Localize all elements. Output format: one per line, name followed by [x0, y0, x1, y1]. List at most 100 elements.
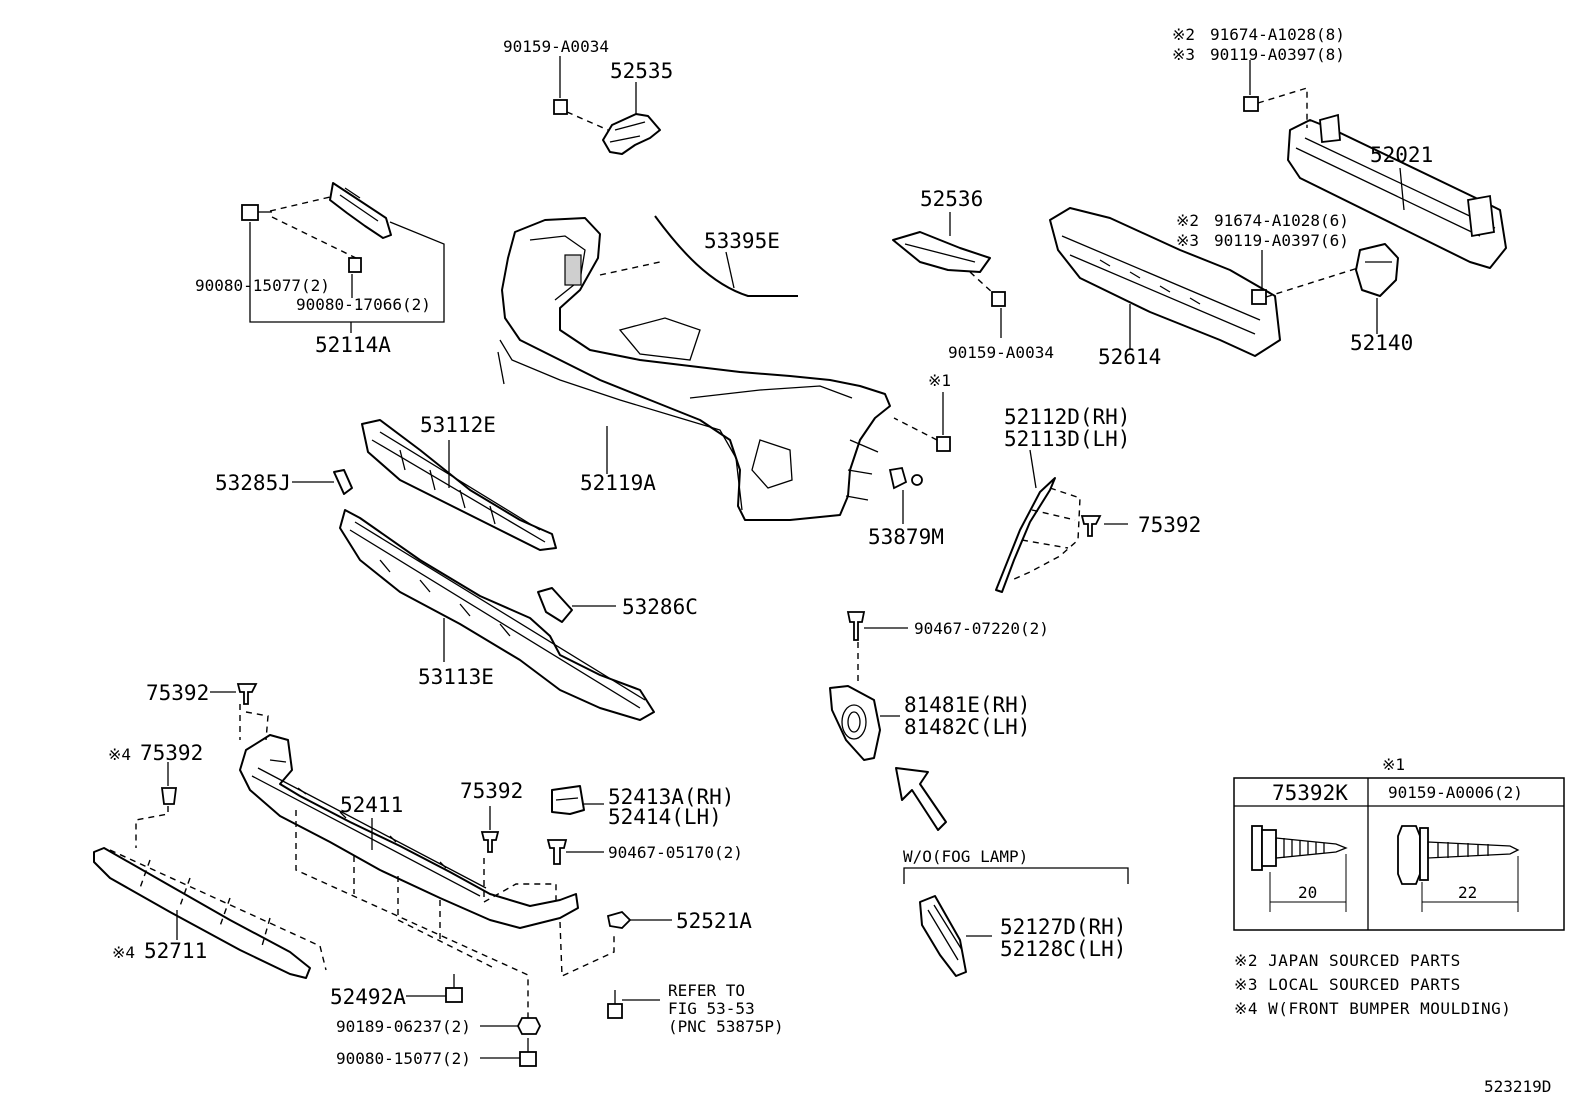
label-52535: 52535 [610, 59, 673, 83]
bolt-90080-15077-top [241, 204, 272, 221]
note-mark-c: ※2 [1176, 211, 1199, 230]
label-52536: 52536 [920, 187, 983, 211]
part-52521A-retainer [606, 910, 632, 929]
label-75392-left: 75392 [146, 681, 209, 705]
label-53286C: 53286C [622, 595, 698, 619]
leader-52114A-bracket-line [249, 221, 445, 323]
note-mark-b: ※3 [1172, 45, 1195, 64]
bolt-52492A [445, 974, 463, 1003]
footnote-1: ※2 JAPAN SOURCED PARTS [1234, 951, 1461, 970]
label-53879M: 53879M [868, 525, 944, 549]
mark-x4-a: ※4 [108, 745, 131, 764]
part-53113E-lower-grille [339, 509, 655, 721]
mark-ref1: ※1 [928, 371, 951, 390]
part-52114A-bracket [269, 182, 392, 273]
label-90080-15077-bot: 90080-15077(2) [336, 1049, 471, 1068]
label-52614: 52614 [1098, 345, 1161, 369]
screw-90159-A0006-icon [1397, 825, 1520, 912]
variant-label: W/O(FOG LAMP) [903, 847, 1028, 866]
part-81481E-fog-cover [829, 685, 900, 761]
refer-line1: REFER TO [668, 981, 745, 1000]
label-90467-07220: 90467-07220(2) [914, 619, 1049, 638]
label-52521A: 52521A [676, 909, 752, 933]
label-81481E: 81481E(RH) [904, 693, 1030, 717]
spoiler-dashes [239, 704, 615, 1020]
label-53285J: 53285J [215, 471, 291, 495]
footnote-3: ※4 W(FRONT BUMPER MOULDING) [1234, 999, 1511, 1018]
bolt-91674-mid [1251, 267, 1359, 305]
inset-col2-dim: 22 [1458, 883, 1477, 902]
bolt-90080-15077-bot [519, 1038, 537, 1067]
label-52140: 52140 [1350, 331, 1413, 355]
part-52119A-bumper-cover [497, 217, 891, 521]
label-52114A: 52114A [315, 333, 391, 357]
part-52535-bracket [602, 113, 661, 155]
inset-col1-header: 75392K [1272, 781, 1348, 805]
label-52119A: 52119A [580, 471, 656, 495]
label-52492A: 52492A [330, 985, 406, 1009]
refer-line3: (PNC 53875P) [668, 1017, 784, 1036]
label-52112D: 52112D(RH) [1004, 405, 1130, 429]
part-52411-spoiler [239, 734, 579, 929]
screw-75392K-icon [1251, 825, 1348, 912]
label-52414: 52414(LH) [608, 805, 722, 829]
part-52614-absorber [1049, 207, 1281, 357]
bolt-90159-a0034-mid [969, 271, 1006, 307]
label-52711: 52711 [144, 939, 207, 963]
note-part-b: 90119-A0397(8) [1210, 45, 1345, 64]
label-52021: 52021 [1370, 143, 1433, 167]
label-90189-06237: 90189-06237(2) [336, 1017, 471, 1036]
label-90159-A0034-mid: 90159-A0034 [948, 343, 1054, 362]
inset-col2-header: 90159-A0006(2) [1388, 783, 1523, 802]
clip-90467-05170 [546, 839, 568, 865]
bolt-91674-top [1243, 87, 1308, 128]
part-52112D-moulding [995, 477, 1081, 593]
label-52113D: 52113D(LH) [1004, 427, 1130, 451]
note-part-d: 90119-A0397(6) [1214, 231, 1349, 250]
note-mark-d: ※3 [1176, 231, 1199, 250]
part-52140-bracket [1355, 243, 1399, 297]
part-53285J-cover [333, 469, 353, 495]
diagram-id: 523219D [1484, 1077, 1551, 1096]
leader-53395E [725, 251, 735, 289]
label-52413A: 52413A(RH) [608, 785, 734, 809]
refer-line2: FIG 53-53 [668, 999, 755, 1018]
clip-75392-center [480, 831, 500, 853]
label-75392-x4: 75392 [140, 741, 203, 765]
label-52127D: 52127D(RH) [1000, 915, 1126, 939]
clip-90467-07220 [846, 611, 866, 684]
inset-col1-dim: 20 [1298, 883, 1317, 902]
part-53395E-strip [599, 215, 798, 297]
part-52413A-bracket [551, 785, 585, 815]
bolt-refer-53-53 [607, 990, 623, 1019]
clip-75392-x4 [135, 787, 178, 848]
label-52128C: 52128C(LH) [1000, 937, 1126, 961]
direction-arrow [895, 767, 947, 831]
note-part-c: 91674-A1028(6) [1214, 211, 1349, 230]
part-53286C-cover [537, 587, 573, 623]
part-53112E-grille [361, 419, 557, 551]
fog-lamp-variant-bracket [903, 867, 1129, 884]
part-52021-reinforcement [1287, 113, 1507, 269]
label-90080-17066: 90080-17066(2) [296, 295, 431, 314]
leader-52112D [1029, 449, 1037, 489]
clip-75392-left [236, 683, 258, 705]
bolt-ref1 [893, 417, 951, 452]
label-90159-A0034-top: 90159-A0034 [503, 37, 609, 56]
footnote-2: ※3 LOCAL SOURCED PARTS [1234, 975, 1461, 994]
part-53879M-clip [888, 466, 923, 490]
note-part-a: 91674-A1028(8) [1210, 25, 1345, 44]
label-75392-center: 75392 [460, 779, 523, 803]
part-52711-moulding [93, 847, 327, 979]
leader-52021 [1399, 167, 1405, 211]
label-53395E: 53395E [704, 229, 780, 253]
label-53113E: 53113E [418, 665, 494, 689]
mark-x4-b: ※4 [112, 943, 135, 962]
fastener-inset-table [1233, 777, 1565, 931]
label-90467-05170: 90467-05170(2) [608, 843, 743, 862]
nut-90189-06237 [516, 1017, 542, 1035]
label-75392-right: 75392 [1138, 513, 1201, 537]
clip-75392-right [1080, 515, 1102, 537]
part-52536-bracket [892, 231, 991, 273]
